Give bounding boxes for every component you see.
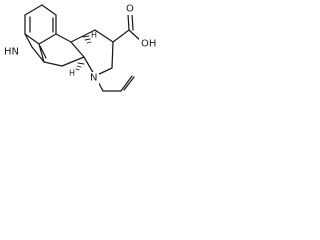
ergoline-structure: HN N O OH H H [1, 3, 160, 92]
atom-label-group: HN N O OH H H [1, 3, 160, 85]
indole-nh-label: HN [4, 47, 19, 58]
stereo-h-lower: H [69, 69, 75, 78]
amine-n-label: N [90, 73, 97, 84]
carbonyl-o-label: O [126, 4, 134, 15]
bond-lines [24, 4, 143, 92]
carboxyl-oh-label: OH [141, 39, 156, 50]
stereo-hash-bond-upper [82, 35, 92, 44]
stereo-hash-bond-lower [75, 62, 85, 71]
stereo-h-upper: H [91, 31, 97, 40]
